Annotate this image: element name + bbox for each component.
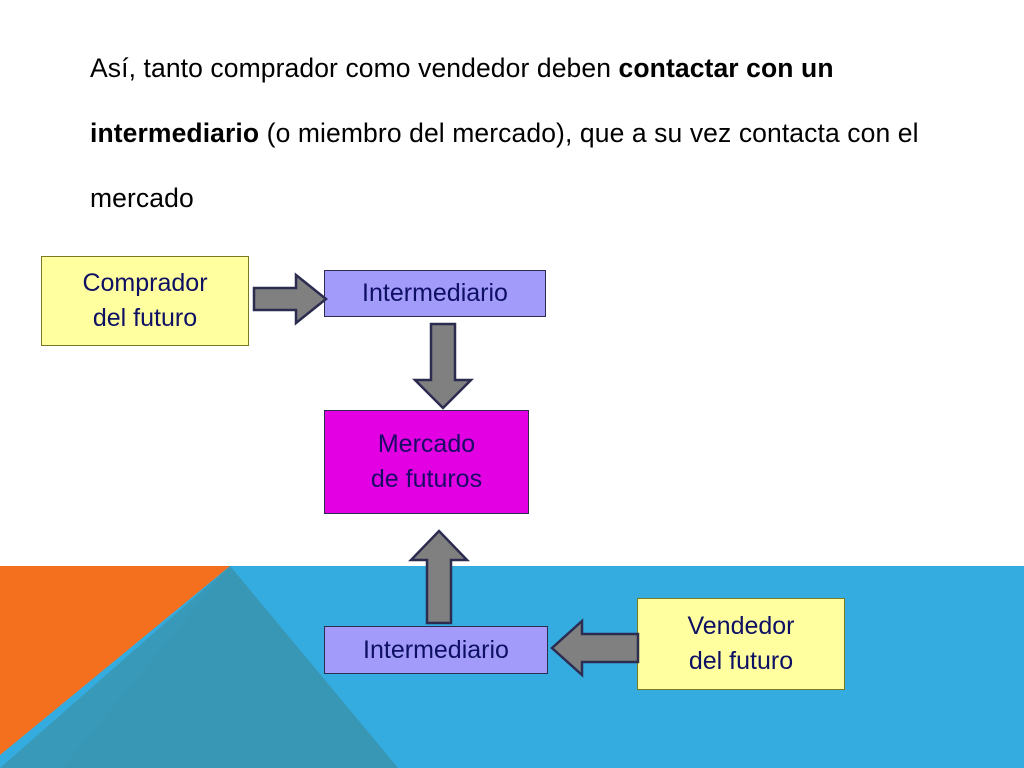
arrow-down-icon (412, 322, 474, 410)
arrow-left-icon (550, 618, 640, 678)
diagram-node-intermediario-top[interactable]: Intermediario (324, 270, 546, 317)
orange-triangle-shape (0, 566, 230, 755)
diagram-node-mercado-label: Mercado de futuros (370, 430, 483, 493)
arrow-up-icon (408, 529, 470, 625)
diagram-node-comprador-label: Comprador del futuro (82, 269, 208, 332)
heading-segment-1: Así, tanto comprador como vendedor deben (90, 53, 619, 83)
diagram-node-intermediario-top-label: Intermediario (362, 279, 508, 307)
diagram-node-intermediario-bottom-label: Intermediario (363, 635, 509, 664)
diagram-node-vendedor-label: Vendedor del futuro (687, 612, 795, 675)
diagram-node-comprador[interactable]: Comprador del futuro (41, 256, 249, 346)
diagram-node-mercado[interactable]: Mercado de futuros (324, 410, 529, 514)
slide-heading: Así, tanto comprador como vendedor deben… (90, 36, 945, 231)
diagram-node-intermediario-bottom[interactable]: Intermediario (324, 626, 548, 674)
heading-segment-3: (o miembro del mercado), que a su vez co… (90, 118, 919, 213)
heading-segment-2-bold: contactar con un intermediario (90, 53, 834, 148)
arrow-right-icon (252, 272, 328, 326)
diagram-node-vendedor[interactable]: Vendedor del futuro (637, 598, 845, 690)
